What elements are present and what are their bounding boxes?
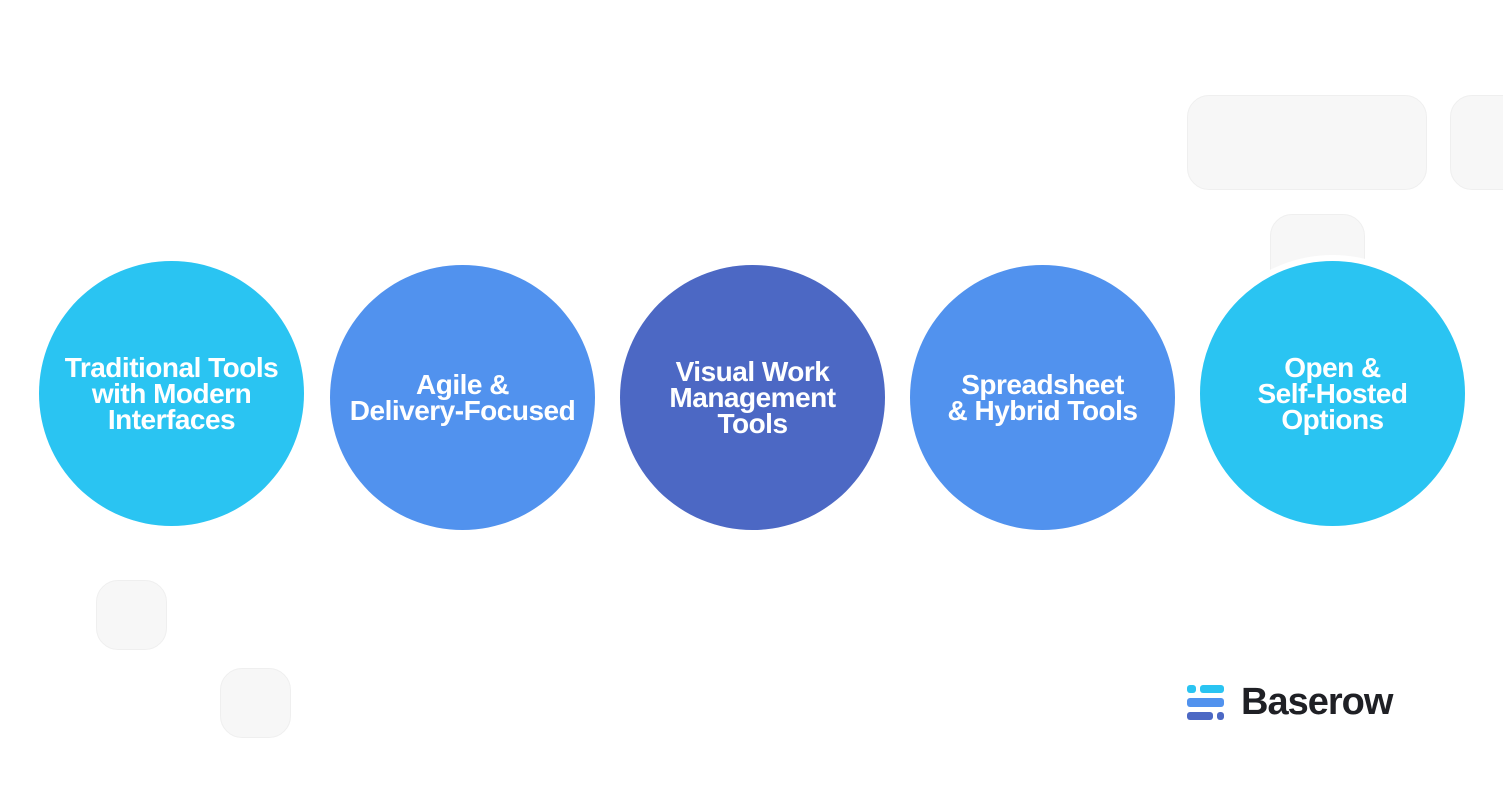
category-node-agile-delivery: Agile & Delivery-Focused (330, 265, 595, 530)
node-label: Spreadsheet & Hybrid Tools (947, 368, 1138, 426)
node-label: Visual Work Management Tools (669, 355, 836, 439)
category-node-spreadsheet-hybrid: Spreadsheet & Hybrid Tools (910, 265, 1175, 530)
node-label: Open & Self-Hosted Options (1257, 351, 1408, 435)
category-node-open-self-hosted: Open & Self-Hosted Options (1194, 255, 1471, 532)
decorative-tile (96, 580, 167, 650)
node-label: Traditional Tools with Modern Interfaces (64, 351, 279, 435)
brand-name: Baserow (1241, 681, 1393, 723)
decorative-tile (1450, 95, 1503, 190)
category-node-traditional-tools: Traditional Tools with Modern Interfaces (39, 261, 304, 526)
decorative-tile (220, 668, 291, 738)
node-label: Agile & Delivery-Focused (349, 368, 576, 426)
decorative-tile (1187, 95, 1427, 190)
baserow-logo-icon (1187, 684, 1225, 720)
baserow-logo: Baserow (1187, 681, 1393, 723)
category-node-visual-work-management: Visual Work Management Tools (620, 265, 885, 530)
